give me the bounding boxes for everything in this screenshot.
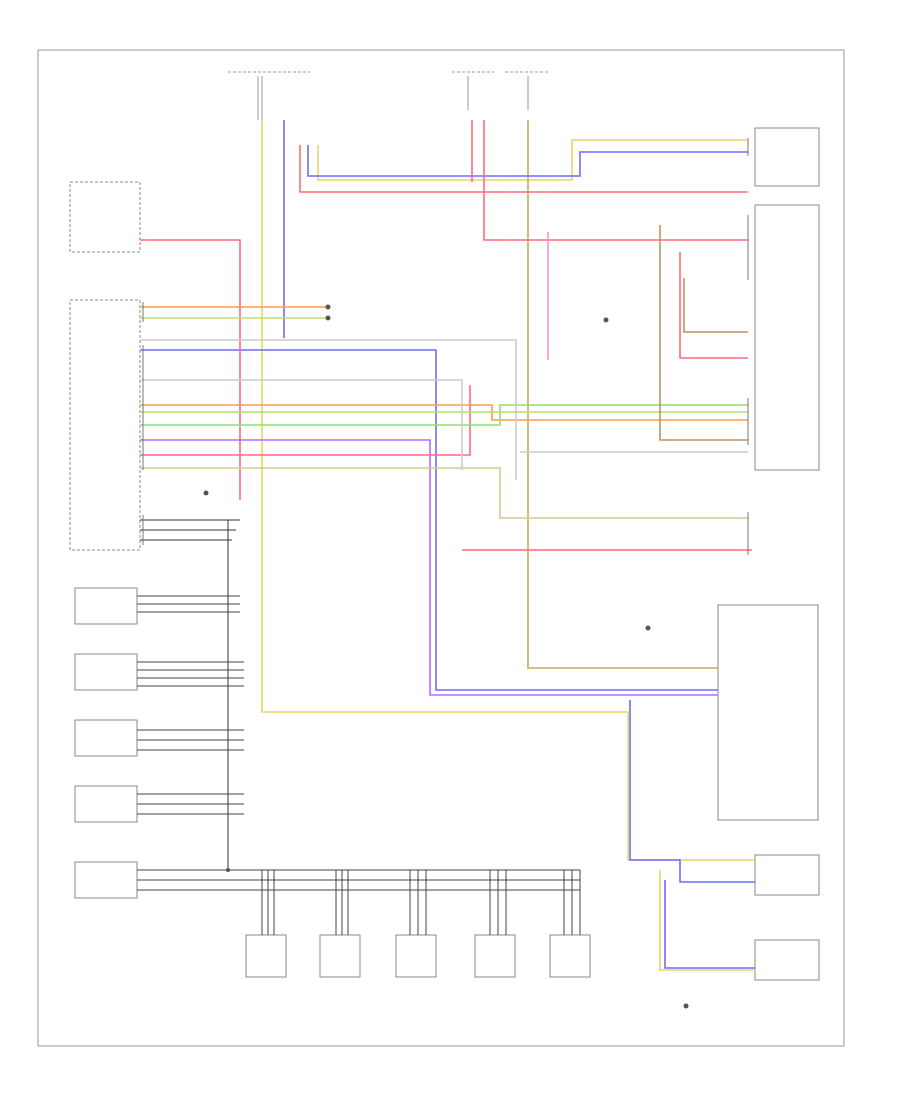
sensor-box-2 — [319, 934, 361, 978]
sensor-box-5 — [549, 934, 591, 978]
wire-gray-2 — [140, 379, 463, 470]
sensor-box-3 — [395, 934, 437, 978]
splice-points — [203, 304, 689, 1009]
wire-yellow-2 — [317, 139, 748, 181]
wire-gray-1 — [140, 339, 517, 480]
wire-brown-1 — [659, 225, 748, 441]
wire-red-1 — [140, 239, 241, 500]
wire-brown-2 — [140, 467, 748, 519]
wire-red-6 — [140, 385, 471, 456]
component-boxes — [69, 127, 820, 981]
right-mid-module-box — [754, 204, 820, 471]
wire-brown-3 — [683, 278, 748, 333]
connector-pins — [142, 138, 749, 555]
module-box-5 — [74, 861, 138, 899]
wire-black-bus — [140, 519, 240, 870]
wire-yellow-1 — [261, 120, 755, 861]
right-top-module-box — [754, 127, 820, 187]
wire-blue-2 — [307, 145, 748, 177]
wire-violet-1 — [140, 439, 718, 696]
module-box-3 — [74, 719, 138, 757]
wire-blue-4 — [629, 700, 755, 883]
wire-green-2 — [140, 404, 748, 426]
right-lower-module-box — [717, 604, 819, 821]
module-bus-wires — [137, 595, 581, 935]
right-bottom-module-box-2 — [754, 939, 820, 981]
module-box-4 — [74, 785, 138, 823]
instrument-cluster-box — [69, 181, 141, 253]
module-box-2 — [74, 653, 138, 691]
onboard-supply-control-module-box — [69, 299, 141, 551]
sensor-box-4 — [474, 934, 516, 978]
right-bottom-module-box-1 — [754, 854, 820, 896]
wire-yellow-4 — [659, 870, 755, 971]
wires — [140, 120, 755, 971]
wire-blue-3 — [140, 349, 718, 691]
wire-red-2 — [299, 145, 748, 193]
fuse-headers — [228, 71, 550, 120]
sensor-box-1 — [245, 934, 287, 978]
wire-blue-5 — [664, 880, 755, 969]
diagram-frame — [37, 49, 845, 1047]
module-box-1 — [74, 587, 138, 625]
wire-red-5 — [679, 252, 748, 359]
wire-yellow-3 — [527, 120, 718, 669]
